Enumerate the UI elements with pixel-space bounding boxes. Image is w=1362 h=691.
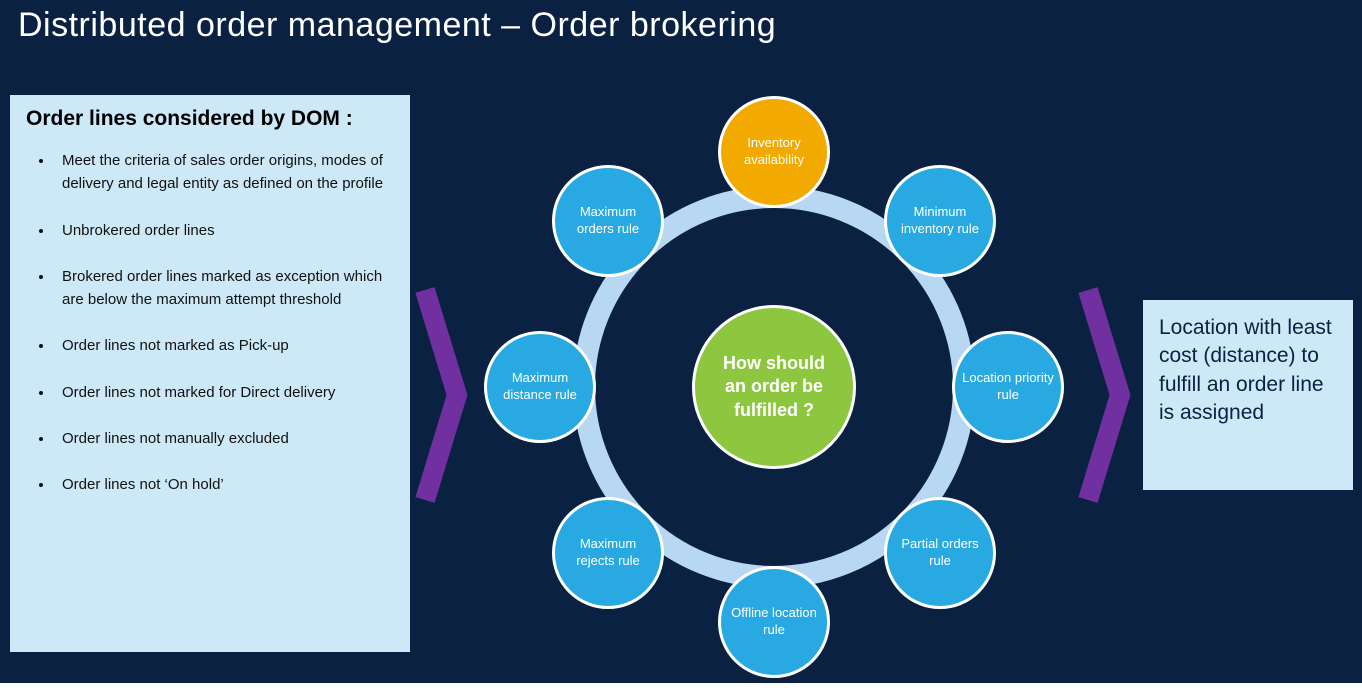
bullet-item: Order lines not marked for Direct delive… <box>54 381 392 404</box>
bullet-item: Unbrokered order lines <box>54 219 392 242</box>
diagram-node-minimum-inventory-rule: Minimum inventory rule <box>884 165 996 277</box>
node-label: Offline location rule <box>731 605 817 637</box>
right-panel-text: Location with least cost (distance) to f… <box>1159 316 1332 425</box>
diagram-node-maximum-orders-rule: Maximum orders rule <box>552 165 664 277</box>
chevron-left-icon <box>415 287 468 503</box>
bullet-item: Order lines not ‘On hold’ <box>54 473 392 496</box>
footer-bar <box>0 683 1362 691</box>
node-label: Partial orders rule <box>901 536 979 568</box>
node-label: Minimum inventory rule <box>900 204 980 236</box>
node-label: Inventory availability <box>744 135 804 167</box>
bullet-item: Meet the criteria of sales order origins… <box>54 149 392 196</box>
bullet-list: Meet the criteria of sales order origins… <box>26 149 392 496</box>
diagram-node-maximum-rejects-rule: Maximum rejects rule <box>552 497 664 609</box>
bullet-item: Order lines not manually excluded <box>54 427 392 450</box>
diagram-node-partial-orders-rule: Partial orders rule <box>884 497 996 609</box>
node-label: Maximum distance rule <box>503 370 577 402</box>
chevron-right-icon <box>1078 287 1131 503</box>
center-node-label: How should an order be fulfilled ? <box>723 352 825 420</box>
left-panel: Order lines considered by DOM : Meet the… <box>10 95 410 652</box>
node-label: Maximum rejects rule <box>576 536 640 568</box>
diagram-center-node: How should an order be fulfilled ? <box>692 305 856 469</box>
diagram-node-maximum-distance-rule: Maximum distance rule <box>484 331 596 443</box>
left-panel-heading: Order lines considered by DOM : <box>26 107 353 130</box>
bullet-item: Order lines not marked as Pick-up <box>54 334 392 357</box>
node-label: Location priority rule <box>962 370 1054 402</box>
diagram-node-inventory-availability: Inventory availability <box>718 96 830 208</box>
right-panel: Location with least cost (distance) to f… <box>1143 300 1353 490</box>
diagram-node-location-priority-rule: Location priority rule <box>952 331 1064 443</box>
bullet-item: Brokered order lines marked as exception… <box>54 265 392 312</box>
node-label: Maximum orders rule <box>576 204 640 236</box>
page-title: Distributed order management – Order bro… <box>18 6 777 44</box>
diagram-node-offline-location-rule: Offline location rule <box>718 566 830 678</box>
